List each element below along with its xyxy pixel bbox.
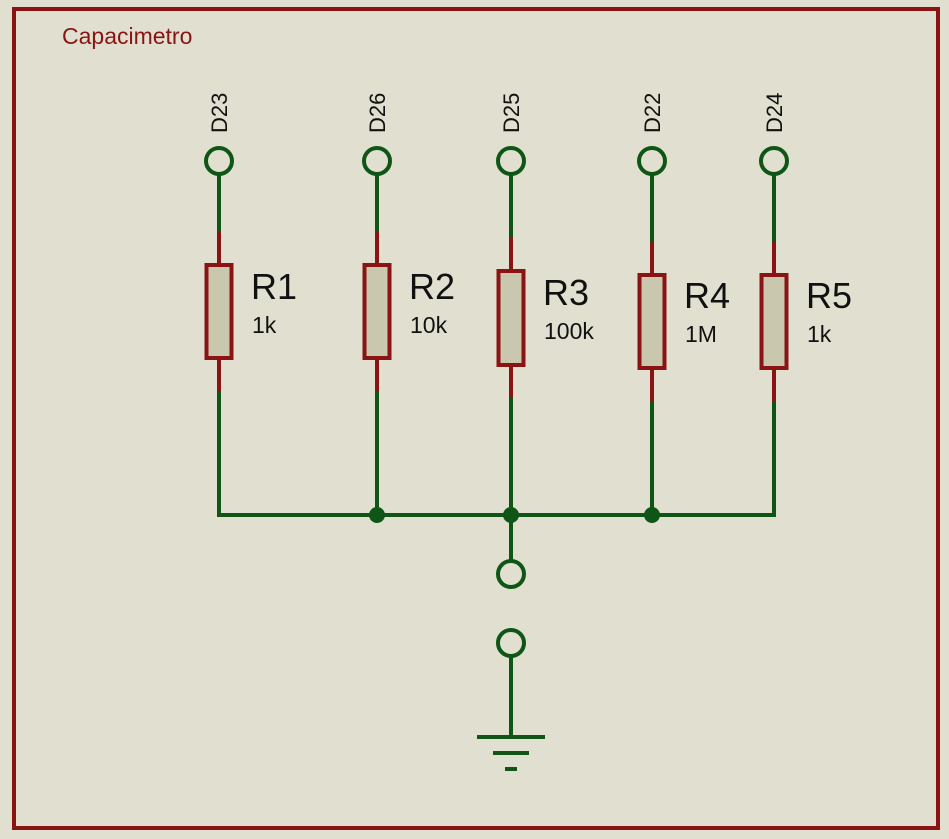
resistor-ref-label: R2 [409,266,455,307]
resistor-ref-label: R4 [684,275,730,316]
pin-label: D24 [762,93,787,133]
resistor-icon[interactable] [496,269,526,367]
junction-dot [369,507,385,523]
resistor-value-label: 100k [544,318,594,344]
pin-terminal[interactable] [759,146,789,176]
resistor-ref-label: R1 [251,266,297,307]
resistor-icon[interactable] [204,263,234,360]
resistor-icon[interactable] [759,273,789,370]
pin-label: D23 [207,93,232,133]
probe-terminal-top[interactable] [496,559,526,589]
sheet-title: Capacimetro [62,23,192,49]
resistor-value-label: 1M [685,321,717,347]
pin-terminal[interactable] [362,146,392,176]
pin-label: D25 [499,93,524,133]
probe-terminal-bottom[interactable] [496,628,526,658]
resistor-ref-label: R3 [543,272,589,313]
resistor-value-label: 10k [410,312,448,338]
resistor-value-label: 1k [807,321,832,347]
pin-label: D26 [365,93,390,133]
resistor-value-label: 1k [252,312,277,338]
resistor-icon[interactable] [362,263,392,360]
resistor-icon[interactable] [637,273,667,370]
pin-terminal[interactable] [204,146,234,176]
ground-icon [477,735,545,771]
resistor-ref-label: R5 [806,275,852,316]
pin-terminal[interactable] [637,146,667,176]
sheet-frame [12,7,940,830]
pin-terminal[interactable] [496,146,526,176]
junction-dot [644,507,660,523]
pin-label: D22 [640,93,665,133]
